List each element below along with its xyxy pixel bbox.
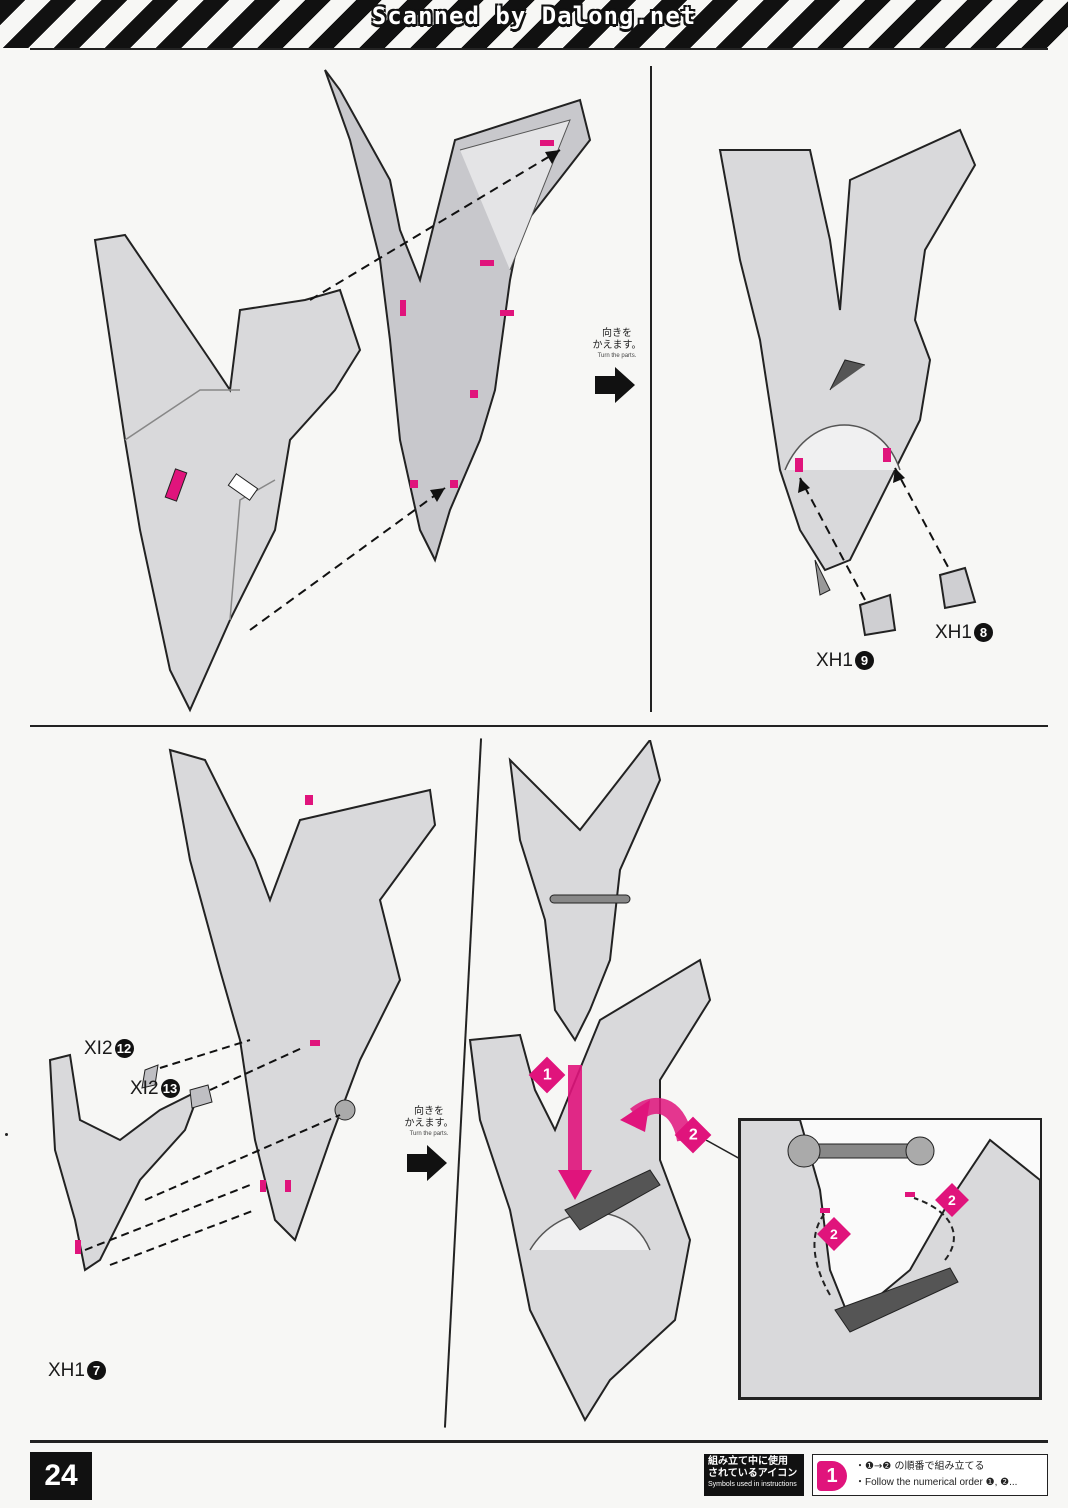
part-xh1-8-piece (938, 566, 977, 610)
panel-d-handle-part (564, 1169, 661, 1231)
panel-d-connector-rod (549, 894, 631, 904)
panel-c-guide-line-12 (159, 1039, 251, 1069)
turn-parts-label-jp: 向きを かえます。 (404, 1106, 454, 1129)
divider-top (650, 66, 652, 712)
panel-a-guide-line-1 (309, 149, 561, 301)
panel-c-guide-line-13 (209, 1047, 303, 1091)
panel-b-arrowhead-9 (798, 478, 810, 493)
part-code: XH1 (935, 622, 972, 643)
step-1-arrow-shaft (568, 1065, 582, 1175)
legend-title-jp: 組み立て中に使用 されているアイコン (708, 1456, 798, 1479)
margin-dot (5, 1133, 8, 1136)
turn-arrow-icon (595, 367, 635, 403)
step-1-arrow-head (558, 1170, 592, 1200)
panel-a-guide-arrowhead-1 (545, 150, 560, 164)
part-xh1-7-piece (48, 1053, 202, 1272)
panel-a-outer-armor-part (93, 233, 362, 713)
part-xi2-12-piece (141, 1064, 159, 1089)
panel-b-arrowhead-8 (893, 468, 905, 483)
part-code: XI2 (130, 1078, 159, 1099)
step-2-number: 2 (688, 1126, 698, 1143)
legend-order-text: ・❶→❷ の順番で組み立てる ・Follow the numerical ord… (855, 1459, 1017, 1491)
turn-parts-indicator-c: 向きを かえます。 Turn the parts. (396, 1106, 462, 1181)
panel-d-diagram (468, 740, 712, 1423)
panel-d-upper-half (508, 740, 662, 1042)
panel-c-diagram (48, 748, 437, 1272)
part-number: 9 (854, 651, 874, 670)
turn-parts-indicator-a: 向きを かえます。 Turn the parts. (584, 328, 650, 403)
turn-arrow-icon (407, 1145, 447, 1181)
scan-credit: Scanned by Dalong.net (371, 2, 697, 30)
legend-title-box: 組み立て中に使用 されているアイコン Symbols used in instr… (704, 1454, 804, 1496)
part-code: XH1 (816, 650, 853, 671)
panel-b-assembly (718, 128, 977, 596)
legend-order-en: ・Follow the numerical order ❶, ❷... (855, 1477, 1018, 1488)
panel-a-diagram (93, 69, 592, 713)
footer-rule (30, 1440, 1048, 1443)
hazard-stripe-header (0, 0, 1068, 48)
turn-parts-label-jp: 向きを かえます。 (592, 328, 642, 351)
panel-b-guide-line-8 (894, 467, 956, 581)
part-xi2-13-piece (189, 1084, 213, 1109)
legend-order-jp: ・❶→❷ の順番で組み立てる (855, 1461, 985, 1472)
part-number: 7 (86, 1361, 106, 1380)
panel-c-guide-line-b (109, 1209, 256, 1266)
part-code: XI2 (84, 1038, 113, 1059)
panel-c-guide-line-a (84, 1184, 251, 1251)
turn-parts-label-en: Turn the parts. (409, 1131, 449, 1137)
part-number: 12 (114, 1039, 134, 1058)
step-1-number: 1 (542, 1066, 552, 1083)
legend-order-item: 1 ・❶→❷ の順番で組み立てる ・Follow the numerical o… (812, 1454, 1048, 1496)
panel-a-inner-frame-part (324, 69, 592, 563)
step-2-number: 2 (948, 1191, 956, 1208)
section-divider (30, 725, 1048, 727)
part-xh1-9-piece (858, 593, 897, 637)
panel-b-diagram (718, 128, 977, 637)
inset-pointer-line (706, 1140, 742, 1160)
step-number-icon: 1 (817, 1461, 847, 1491)
panel-c-main-part (168, 748, 437, 1242)
panel-b-guide-line-9 (799, 477, 866, 601)
panel-d-lower-assembly (468, 958, 712, 1423)
detail-inset-diagram (740, 1120, 1040, 1398)
step-2-arrow-head (620, 1100, 650, 1132)
part-number: 8 (973, 623, 993, 642)
part-code: XH1 (48, 1360, 85, 1381)
panel-c-guide-line-c (144, 1114, 341, 1201)
panel-a-guide-line-2 (249, 487, 446, 631)
part-number: 13 (160, 1079, 180, 1098)
panel-a-guide-arrowhead-2 (430, 488, 445, 502)
page-number: 24 (30, 1452, 92, 1500)
turn-parts-label-en: Turn the parts. (597, 353, 637, 359)
legend-title-en: Symbols used in instructions (708, 1481, 797, 1488)
top-border (30, 48, 1048, 50)
part-xh1-7-peg (75, 1240, 81, 1254)
detail-inset (738, 1118, 1042, 1400)
step-2-number: 2 (830, 1225, 838, 1242)
